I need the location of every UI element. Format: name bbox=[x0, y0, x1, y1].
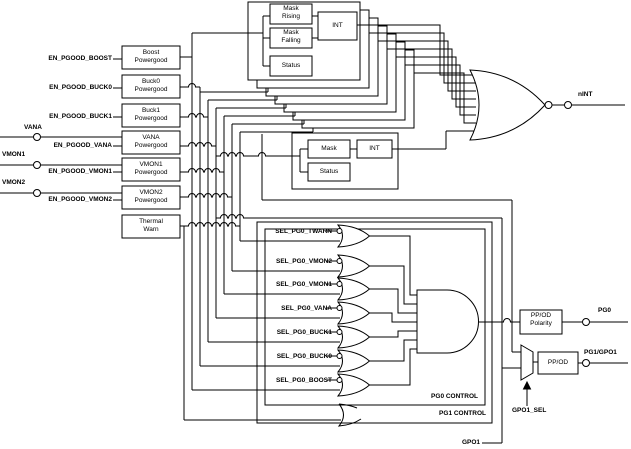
en-label-vmon1: EN_PGOOD_VMON1 bbox=[48, 168, 112, 175]
or-gate-vmon2 bbox=[336, 254, 371, 278]
gpo1-sel-label: GPO1_SEL bbox=[512, 407, 547, 414]
sel-label-buck1: SEL_PG0_BUCK1 bbox=[276, 329, 332, 336]
block-line: Boost bbox=[142, 49, 160, 56]
pin-label-vana: VANA bbox=[24, 124, 42, 131]
block-line: Buck0 bbox=[141, 78, 161, 85]
pg0-label: PG0 bbox=[598, 307, 612, 314]
nint-terminal bbox=[564, 101, 572, 109]
mask-rising-line: Mask bbox=[283, 5, 299, 12]
pg0-control-label: PG0 CONTROL bbox=[431, 393, 478, 400]
gates bbox=[33, 69, 590, 427]
nor-output-bubble bbox=[544, 101, 553, 109]
vana-terminal bbox=[33, 133, 41, 141]
ppod-polarity-line: Polarity bbox=[530, 320, 552, 327]
or-gate-twarn bbox=[336, 224, 371, 248]
pg1-gpo1-label: PG1/GPO1 bbox=[584, 349, 617, 356]
ppod-polarity-line: PP/OD bbox=[530, 312, 552, 319]
or-gate-buck1 bbox=[336, 325, 371, 349]
block-line: Powergood bbox=[134, 115, 168, 122]
gpo1-label: GPO1 bbox=[461, 439, 480, 446]
sel-label-vmon2: SEL_PG0_VMON2 bbox=[276, 258, 332, 265]
block-line: Powergood bbox=[134, 86, 168, 93]
block-line: Buck1 bbox=[141, 107, 161, 114]
sel-input-bubbles bbox=[336, 228, 343, 383]
block-line: Warn bbox=[143, 226, 159, 233]
block-line: Thermal bbox=[139, 218, 163, 225]
pg1-gpo1-terminal bbox=[582, 359, 590, 367]
pg1-control-label: PG1 CONTROL bbox=[439, 410, 486, 417]
block-line: Powergood bbox=[134, 197, 168, 204]
buck1-powergood-block bbox=[121, 103, 181, 128]
vmon1-powergood-block bbox=[121, 157, 181, 182]
mask-falling-line: Falling bbox=[281, 37, 301, 44]
pin-label-vmon1: VMON1 bbox=[2, 151, 26, 158]
pin-terminals bbox=[33, 101, 590, 367]
block-line: Powergood bbox=[134, 57, 168, 64]
block-line: VMON2 bbox=[139, 189, 163, 196]
or-gate-boost bbox=[336, 373, 371, 397]
mask-rising-label: Mask Rising bbox=[270, 5, 312, 21]
en-label-boost: EN_PGOOD_BOOST bbox=[48, 55, 112, 62]
nint-label: nINT bbox=[578, 91, 593, 98]
and-gate-pg0 bbox=[416, 289, 479, 354]
en-label-buck1: EN_PGOOD_BUCK1 bbox=[49, 113, 112, 120]
en-label-vana: EN_PGOOD_VANA bbox=[53, 142, 112, 149]
en-label-vmon2: EN_PGOOD_VMON2 bbox=[48, 196, 112, 203]
vana-powergood-block bbox=[121, 130, 181, 155]
gpo1-mux bbox=[520, 344, 534, 381]
sel-label-vana: SEL_PG0_VANA bbox=[281, 305, 332, 312]
vmon2-terminal bbox=[33, 189, 41, 197]
block-line: VANA bbox=[142, 134, 160, 141]
block-outlines bbox=[121, 1, 579, 424]
en-label-buck0: EN_PGOOD_BUCK0 bbox=[49, 84, 112, 91]
mask-rising-line: Rising bbox=[281, 13, 301, 20]
sel-label-twarn: SEL_PG0_TWARN bbox=[275, 228, 332, 235]
int-label-top: INT bbox=[332, 22, 343, 29]
pg0-terminal bbox=[582, 318, 590, 326]
wires bbox=[0, 15, 628, 444]
block-line: Powergood bbox=[134, 142, 168, 149]
mask-falling-label: Mask Falling bbox=[270, 29, 312, 45]
mask-label-mid: Mask bbox=[321, 145, 337, 152]
vmon1-terminal bbox=[33, 161, 41, 169]
block-line: Powergood bbox=[134, 169, 168, 176]
sel-label-boost: SEL_PG0_BOOST bbox=[276, 377, 332, 384]
status-label-mid: Status bbox=[319, 168, 339, 175]
or-gate-vmon1 bbox=[336, 277, 371, 301]
ppod-polarity-label: PP/OD Polarity bbox=[520, 312, 562, 328]
sel-label-buck0: SEL_PG0_BUCK0 bbox=[276, 353, 332, 360]
int-label-mid: INT bbox=[369, 145, 380, 152]
nor-gate-nint bbox=[469, 69, 546, 141]
block-line: VMON1 bbox=[139, 161, 163, 168]
ppod-label: PP/OD bbox=[547, 359, 569, 366]
pg1-partial-or-gate bbox=[337, 403, 362, 427]
pin-label-vmon2: VMON2 bbox=[2, 179, 26, 186]
or-gate-buck0 bbox=[336, 349, 371, 373]
gpo1-sel-arrowhead bbox=[522, 380, 532, 390]
sel-label-vmon1: SEL_PG0_VMON1 bbox=[276, 281, 332, 288]
mask-rising-box bbox=[269, 3, 313, 25]
status-label-top: Status bbox=[281, 62, 301, 69]
int-box-top bbox=[317, 11, 358, 41]
mask-falling-line: Mask bbox=[283, 29, 299, 36]
or-gate-vana bbox=[336, 301, 371, 325]
